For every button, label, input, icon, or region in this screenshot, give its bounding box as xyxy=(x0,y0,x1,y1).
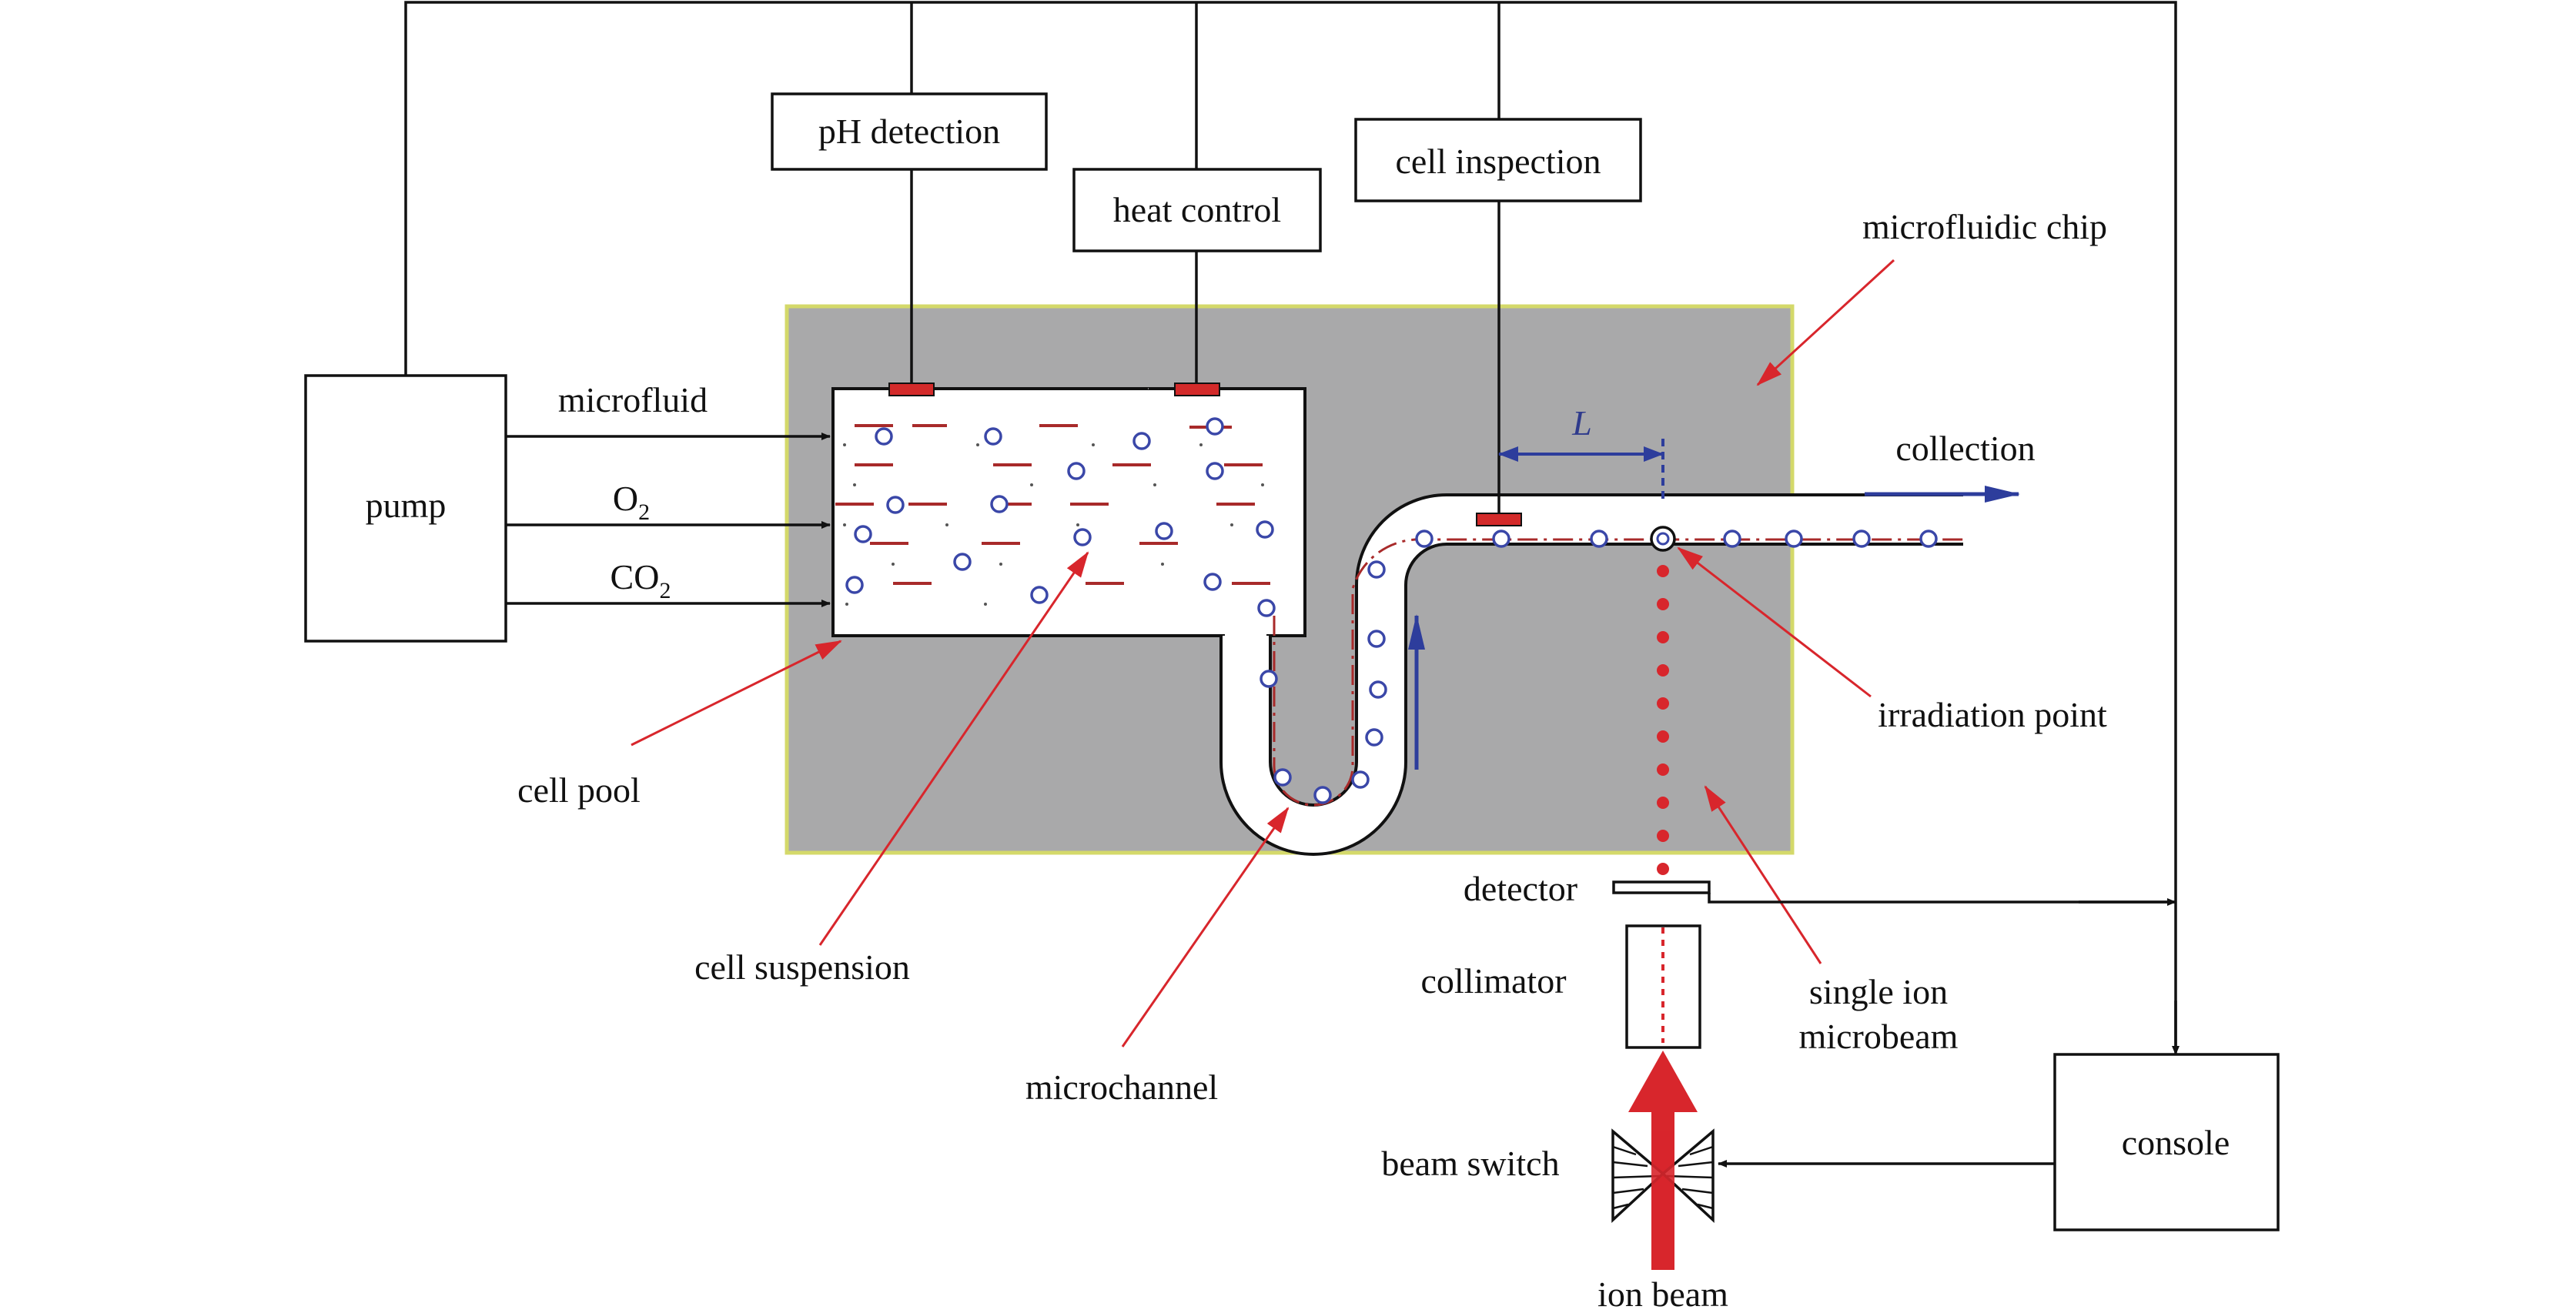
detector-label: detector xyxy=(1464,869,1577,908)
co2-label: CO2 xyxy=(611,557,671,603)
heat-sensor xyxy=(1174,383,1220,396)
pump-label: pump xyxy=(366,486,447,525)
cell-inspection-label: cell inspection xyxy=(1396,142,1601,181)
collimator xyxy=(1625,924,1701,1049)
pump-box xyxy=(304,374,507,643)
microchannel-inner xyxy=(1223,496,1965,853)
inspection-sensor xyxy=(1476,513,1522,526)
console-box xyxy=(2053,1053,2280,1231)
heat-control-box xyxy=(1072,168,1322,252)
pool-dots xyxy=(843,443,1264,606)
control-wiring xyxy=(404,1,2177,1052)
heat-control-label: heat control xyxy=(1113,190,1281,229)
ph-detection-box xyxy=(771,92,1048,171)
microchannel-label: microchannel xyxy=(1025,1067,1218,1107)
cell-inspection-box xyxy=(1354,118,1642,202)
single-ion-microbeam xyxy=(1657,565,1669,875)
cell-pool-label: cell pool xyxy=(517,770,641,810)
collection-label: collection xyxy=(1895,429,2035,468)
ph-detection-label: pH detection xyxy=(818,112,1000,151)
single-ion-label-line2: microbeam xyxy=(1799,1017,1959,1056)
o2-label: O2 xyxy=(613,479,650,525)
cell-pool xyxy=(831,387,1306,637)
irradiation-point-label: irradiation point xyxy=(1878,695,2107,734)
distance-l-label: L xyxy=(1571,403,1592,443)
microfluidic-chip-label: microfluidic chip xyxy=(1862,207,2107,246)
beam-switch-label: beam switch xyxy=(1381,1144,1559,1183)
microfluid-label: microfluid xyxy=(558,380,708,419)
cells xyxy=(845,417,1938,804)
detector xyxy=(1612,880,1711,894)
single-ion-label-line1: single ion xyxy=(1809,972,1948,1011)
ion-beam-label: ion beam xyxy=(1597,1275,1728,1313)
console-label: console xyxy=(2122,1123,2230,1162)
beam-switch xyxy=(1611,1128,1715,1223)
collimator-label: collimator xyxy=(1420,961,1566,1001)
cell-suspension-label: cell suspension xyxy=(694,947,910,987)
ph-sensor xyxy=(888,383,935,396)
